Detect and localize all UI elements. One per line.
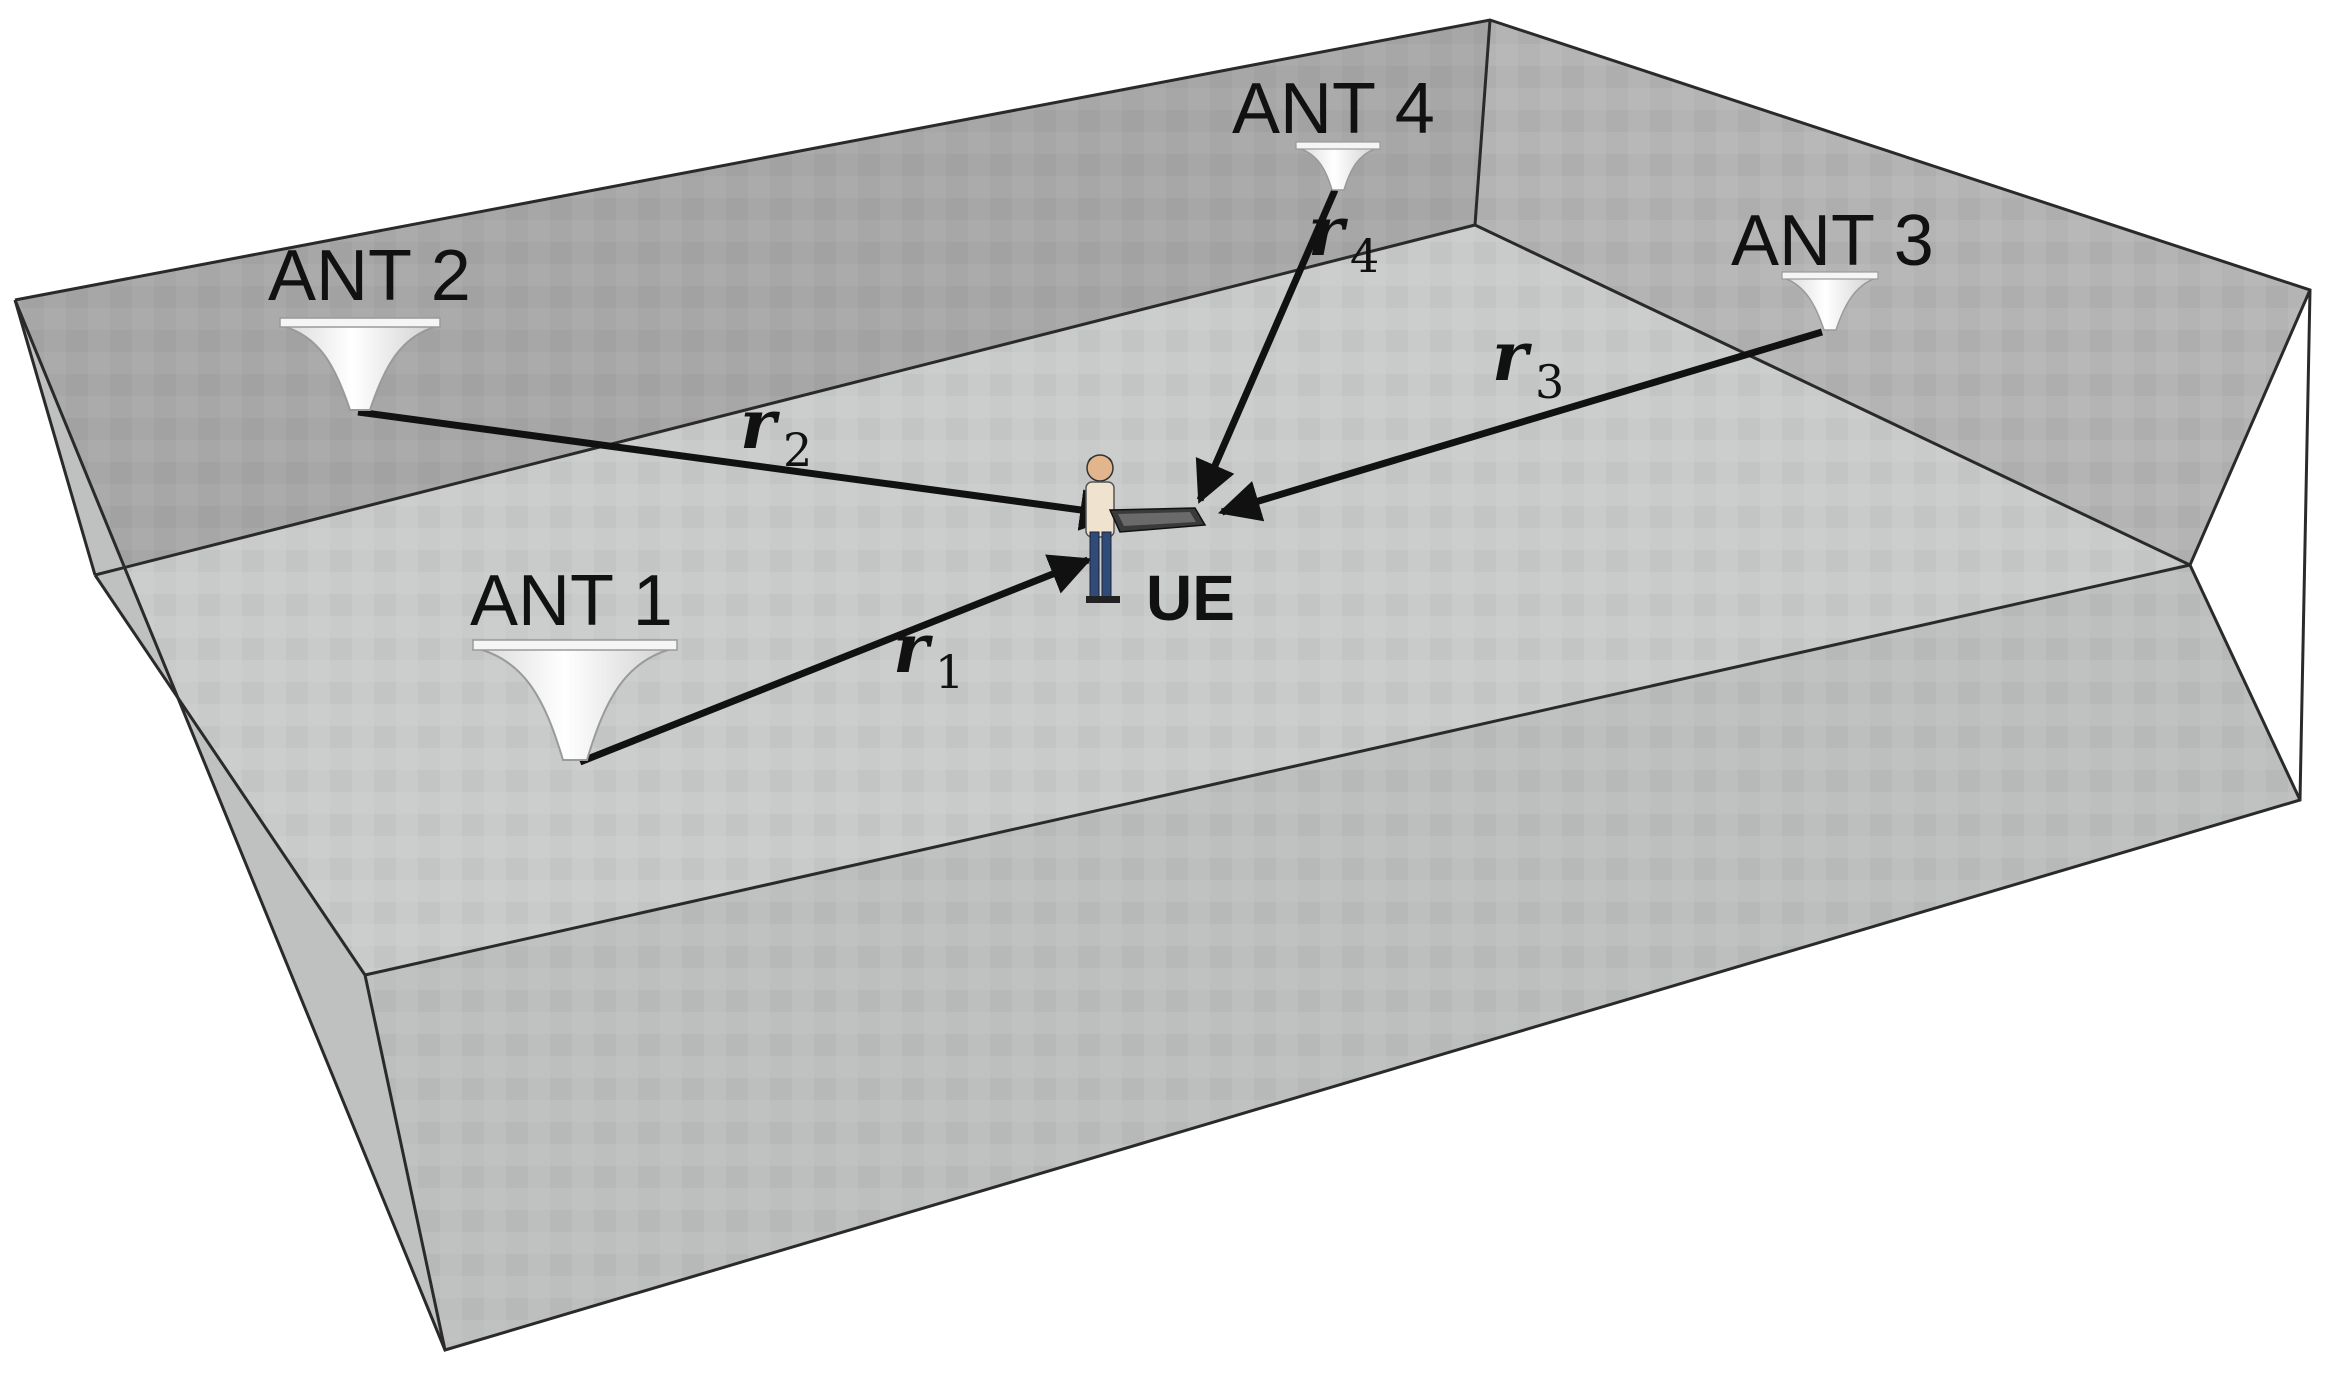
back-corner-edge <box>1473 19 1492 226</box>
range-labels: r 1 r 2 r 3 r 4 <box>740 192 1564 699</box>
r1-symbol: r <box>893 609 933 689</box>
range-r3-label: r 3 <box>1492 317 1564 409</box>
floor-front-edge <box>364 563 2191 977</box>
ant3-label: ANT 3 <box>1731 201 1934 281</box>
ceiling-antenna-icon <box>279 317 441 411</box>
ant2-label: ANT 2 <box>268 236 471 316</box>
left-vertical-edge <box>13 299 97 576</box>
r3-symbol: r <box>1492 317 1532 397</box>
front-face-texture <box>365 565 2300 1350</box>
range-r2-label: r 2 <box>740 385 812 477</box>
range-r1-label: r 1 <box>893 609 964 699</box>
r1-subscript: 1 <box>935 645 964 699</box>
floor-back-edge-right <box>1474 223 2191 567</box>
back-wall-right-texture <box>1475 20 2310 565</box>
ceiling-antenna-icon <box>472 639 678 761</box>
r4-symbol: r <box>1308 192 1348 272</box>
ant4-label: ANT 4 <box>1232 69 1435 149</box>
front-left-vertical-edge <box>363 974 447 1351</box>
r2-subscript: 2 <box>783 423 812 477</box>
ray-r2 <box>357 408 1123 531</box>
antenna-labels: ANT 1 ANT 2 ANT 3 ANT 4 <box>268 69 1934 641</box>
floor-texture <box>95 225 2190 975</box>
floor-left-edge <box>93 574 367 976</box>
front-right-vertical-edge <box>2188 564 2302 801</box>
r2-symbol: r <box>740 385 780 465</box>
ray-r4 <box>1195 188 1339 504</box>
ceiling-antenna-icon <box>1295 141 1381 191</box>
person-with-laptop-icon <box>1085 454 1207 603</box>
ray-r1 <box>578 554 1092 766</box>
ceiling-antenna-icon <box>1781 271 1879 331</box>
ray-r3 <box>1217 328 1824 522</box>
room <box>13 18 2312 1352</box>
r3-subscript: 3 <box>1535 355 1564 409</box>
rays <box>357 188 1824 766</box>
floor-back-edge-left <box>94 223 1476 577</box>
ant1-label: ANT 1 <box>470 561 673 641</box>
ue-label: UE <box>1146 562 1235 634</box>
r4-subscript: 4 <box>1350 229 1379 283</box>
outer-edge <box>13 18 2312 1352</box>
range-r4-label: r 4 <box>1308 192 1379 283</box>
right-vertical-edge <box>2188 289 2312 566</box>
room-edges <box>13 18 2312 1352</box>
back-wall-left-texture <box>15 20 1490 575</box>
